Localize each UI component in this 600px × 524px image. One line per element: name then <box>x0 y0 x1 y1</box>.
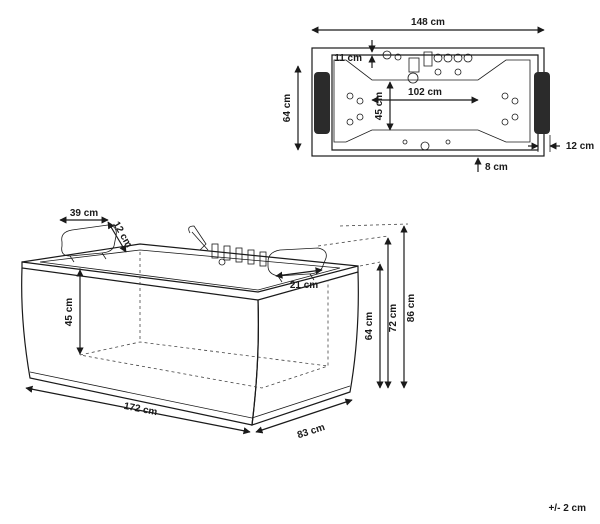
top-width-label: 148 cm <box>411 17 445 28</box>
top-view-controls <box>382 50 473 84</box>
top-view-outer-rim <box>311 47 545 157</box>
tub-faucet <box>188 225 267 267</box>
width-label: 83 cm <box>296 422 326 441</box>
tolerance-note: +/- 2 cm <box>548 503 586 514</box>
height-total-label: 86 cm <box>406 294 417 322</box>
height-rim-label: 72 cm <box>388 304 399 332</box>
top-depth-label: 64 cm <box>282 94 293 122</box>
tub-front-face <box>21 267 259 426</box>
top-inner-length-label: 102 cm <box>408 87 442 98</box>
top-rim-side-label: 12 cm <box>566 141 594 152</box>
top-view-basin-floor <box>333 59 531 143</box>
top-view-left-pillow <box>314 72 330 134</box>
perspective-view: 39 cm 12 cm 45 cm 21 cm 64 cm 72 cm 86 c… <box>21 208 417 441</box>
step-label: 21 cm <box>290 280 318 291</box>
tub-hidden-basin <box>79 268 329 389</box>
pillow-width-label: 39 cm <box>70 208 98 219</box>
height-body-label: 64 cm <box>364 312 375 340</box>
top-inner-depth-label: 45 cm <box>374 92 385 120</box>
top-rim-bottom-label: 8 cm <box>485 162 508 173</box>
tub-side-face <box>251 271 359 426</box>
top-view-right-pillow <box>534 72 550 134</box>
top-rim-top-label: 11 cm <box>334 53 362 64</box>
top-view-jets <box>346 92 519 151</box>
side-inner-depth-label: 45 cm <box>64 298 75 326</box>
top-view: 148 cm 64 cm 102 cm 45 cm 11 cm 12 cm 8 … <box>282 17 594 173</box>
